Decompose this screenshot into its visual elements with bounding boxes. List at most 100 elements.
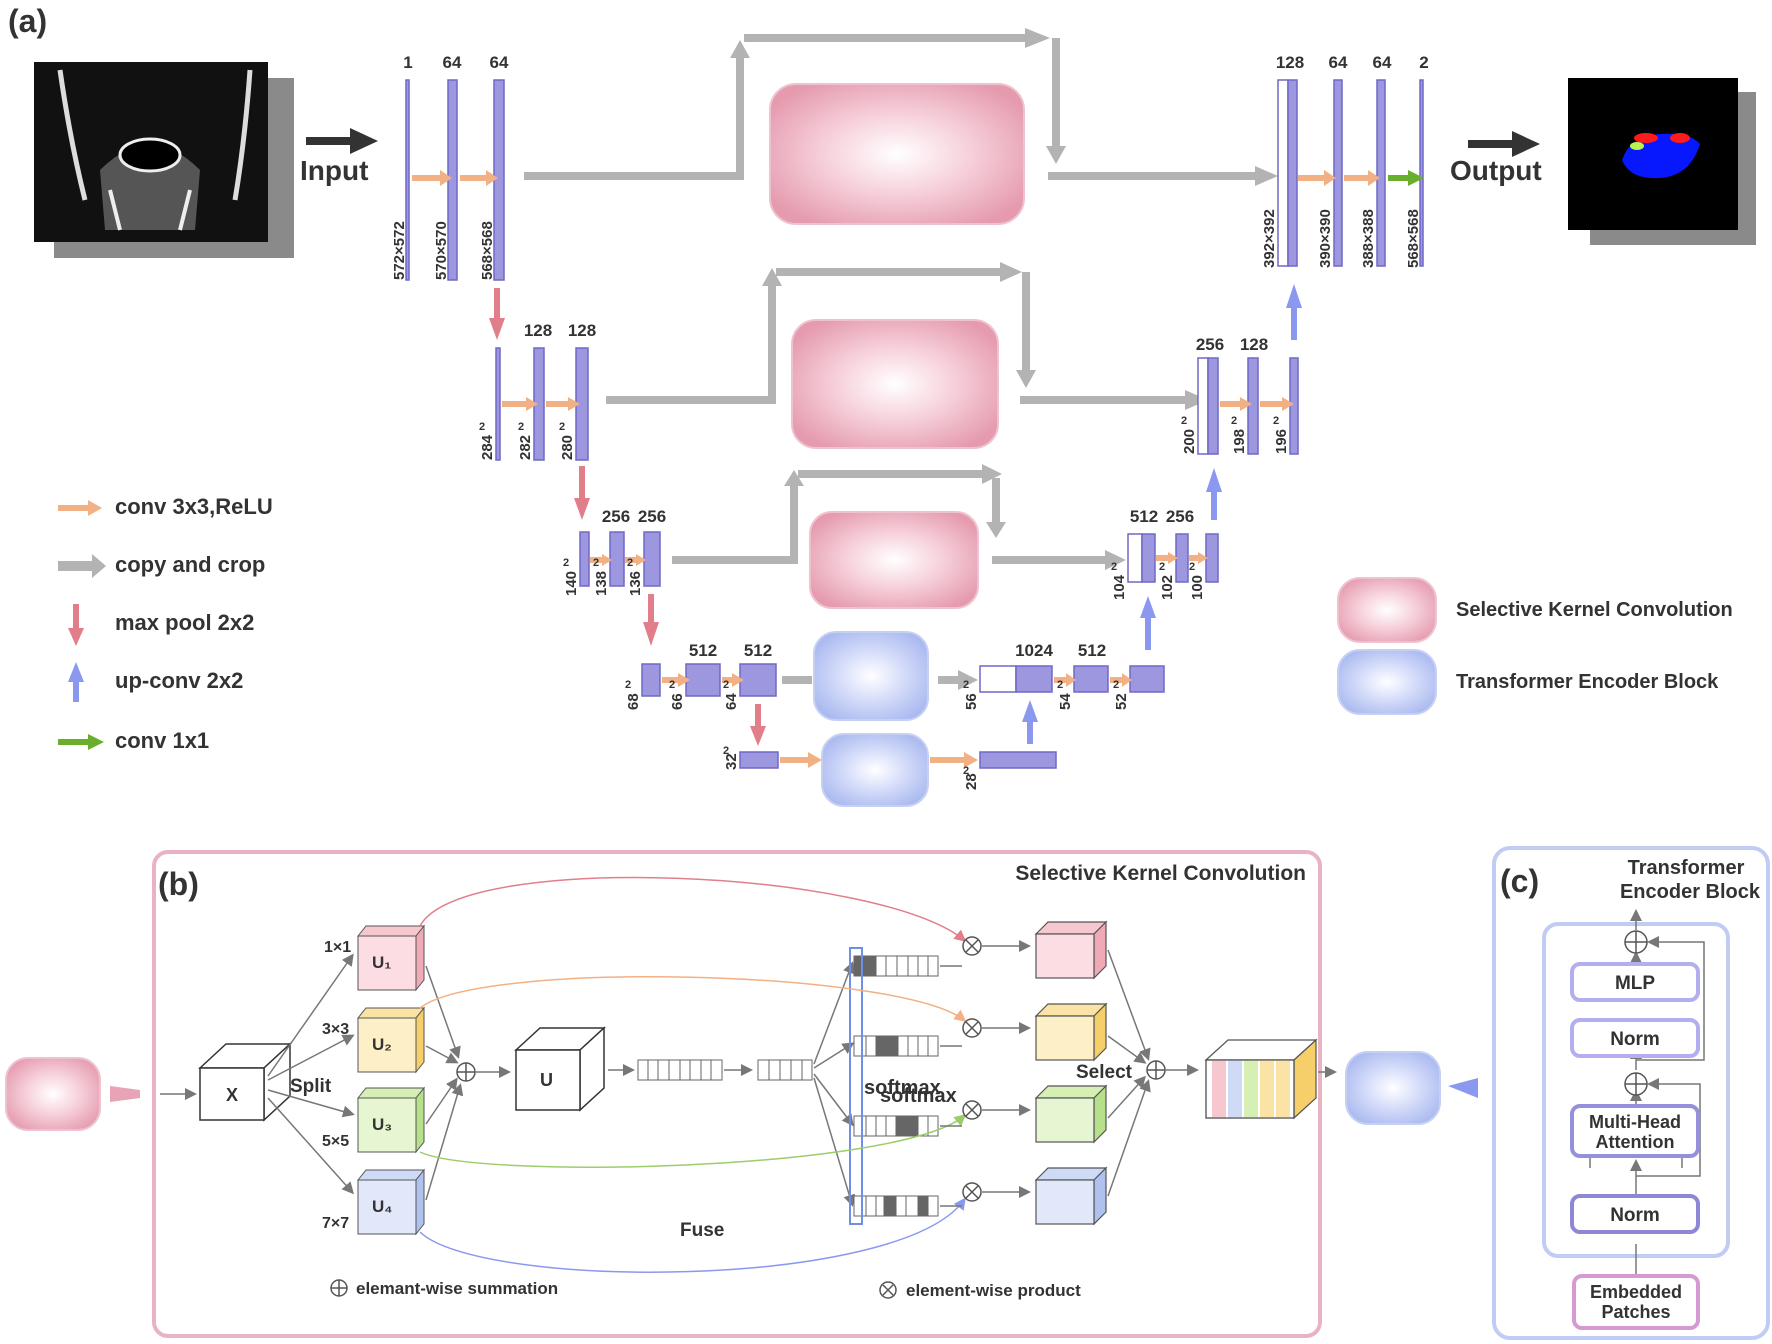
norm-top-label: Norm — [1610, 1029, 1660, 1050]
svg-text:64: 64 — [1329, 53, 1348, 72]
panel-c-title-2: Encoder Block — [1620, 881, 1761, 903]
select-label: Select — [1076, 1062, 1133, 1083]
svg-text:104: 104 — [1111, 574, 1128, 600]
svg-text:128: 128 — [524, 321, 552, 340]
norm-bottom-label: Norm — [1610, 1205, 1660, 1226]
legend-teb: Transformer Encoder Block — [1456, 671, 1719, 693]
legend-teb-icon — [1337, 649, 1437, 715]
svg-text:128: 128 — [1276, 53, 1304, 72]
select-lines — [1107, 949, 1151, 1197]
kernel-1x1: 1×1 — [324, 939, 351, 956]
skc-block-level2 — [791, 319, 999, 449]
svg-text:2: 2 — [963, 765, 969, 777]
svg-text:64: 64 — [443, 53, 462, 72]
svg-text:392×392: 392×392 — [1261, 209, 1278, 268]
svg-text:568×568: 568×568 — [479, 221, 496, 280]
sum-note: elemant-wise summation — [356, 1279, 558, 1298]
teb-block-bottom — [821, 733, 929, 807]
svg-text:2: 2 — [1419, 53, 1428, 72]
conv-arrows — [412, 170, 1380, 768]
svg-text:102: 102 — [1159, 575, 1176, 600]
kernel-3x3: 3×3 — [322, 1021, 349, 1038]
legend-copy-icon — [58, 554, 106, 578]
svg-text:390×390: 390×390 — [1317, 209, 1334, 268]
svg-text:2: 2 — [1181, 415, 1187, 427]
svg-text:256: 256 — [638, 507, 666, 526]
panel-c-label: (c) — [1500, 863, 1539, 899]
svg-text:2: 2 — [1231, 415, 1237, 427]
output-segmentation-image — [1568, 78, 1756, 245]
skc-input-pointer — [110, 1086, 140, 1102]
svg-text:2: 2 — [625, 679, 631, 691]
legend-pool: max pool 2x2 — [115, 610, 254, 635]
sum-legend-icon — [330, 1279, 348, 1297]
kernel-7x7: 7×7 — [322, 1215, 349, 1232]
svg-text:32: 32 — [723, 753, 740, 770]
svg-text:140: 140 — [563, 571, 580, 596]
sum-icon-middle — [1624, 1072, 1648, 1096]
panel-c-title-1: Transformer — [1628, 857, 1745, 879]
svg-text:512: 512 — [1078, 641, 1106, 660]
svg-text:284: 284 — [479, 434, 496, 460]
selected-cube-1 — [1034, 920, 1108, 980]
legend-pool-icon — [68, 604, 84, 646]
mlp-box — [1570, 962, 1700, 1002]
svg-text:572×572: 572×572 — [391, 221, 408, 280]
svg-text:2: 2 — [518, 421, 524, 433]
embedded-patches-box — [1572, 1274, 1700, 1330]
svg-text:2: 2 — [1273, 415, 1279, 427]
legend-up-icon — [68, 662, 84, 702]
branch-curves — [419, 876, 967, 1273]
fuse-vector-z — [757, 1059, 813, 1081]
svg-text:512: 512 — [744, 641, 772, 660]
svg-text:256: 256 — [1166, 507, 1194, 526]
sum-icon — [456, 1062, 476, 1082]
svg-text:66: 66 — [669, 693, 686, 710]
svg-text:128: 128 — [568, 321, 596, 340]
upconv-arrows — [1022, 284, 1302, 744]
kernel-5x5: 5×5 — [322, 1133, 349, 1150]
svg-text:2: 2 — [1057, 679, 1063, 691]
svg-text:28: 28 — [963, 773, 980, 790]
svg-text:512: 512 — [689, 641, 717, 660]
attention-vectors — [853, 955, 939, 1217]
svg-text:570×570: 570×570 — [433, 221, 450, 280]
legend-conv1: conv 1x1 — [115, 728, 209, 753]
svg-text:200: 200 — [1181, 429, 1198, 454]
u4-label: U₄ — [372, 1197, 392, 1216]
selected-cube-2 — [1034, 1002, 1108, 1062]
legend-copy: copy and crop — [115, 552, 265, 577]
svg-text:2: 2 — [563, 557, 569, 569]
size-labels: 572×572 570×570 568×568 284 282 280 140 … — [391, 209, 1422, 790]
embedded-label-2: Patches — [1601, 1302, 1670, 1322]
branch-u2 — [356, 1006, 426, 1074]
svg-text:54: 54 — [1057, 693, 1074, 710]
panel-b-title: Selective Kernel Convolution — [1015, 862, 1306, 885]
panel-a-label: (a) — [8, 3, 47, 39]
product-legend-icon — [879, 1281, 897, 1299]
z-to-attention-lines — [813, 961, 856, 1207]
output-arrow — [1468, 131, 1540, 157]
output-label: Output — [1450, 155, 1542, 186]
input-arrow — [306, 128, 378, 154]
norm-top-box — [1570, 1018, 1700, 1058]
vector-to-product-lines — [940, 965, 962, 1207]
u3-label: U₃ — [372, 1115, 392, 1134]
mha-label-2: Attention — [1596, 1132, 1675, 1152]
svg-text:196: 196 — [1273, 429, 1290, 454]
svg-text:100: 100 — [1189, 575, 1206, 600]
svg-text:2: 2 — [593, 557, 599, 569]
svg-text:64: 64 — [490, 53, 509, 72]
legend-conv: conv 3x3,ReLU — [115, 494, 273, 519]
svg-text:282: 282 — [517, 435, 534, 460]
branch-u4 — [356, 1168, 426, 1236]
channel-labels: 1 64 64 128 128 256 256 512 512 1024 512… — [403, 53, 1428, 660]
mha-box — [1570, 1104, 1700, 1158]
svg-text:2: 2 — [723, 745, 729, 757]
teb-block-level4 — [813, 631, 929, 721]
branch-u1 — [356, 924, 426, 992]
svg-text:388×388: 388×388 — [1360, 209, 1377, 268]
svg-text:1: 1 — [403, 53, 412, 72]
x-cube — [198, 1042, 292, 1122]
svg-text:64: 64 — [1373, 53, 1392, 72]
